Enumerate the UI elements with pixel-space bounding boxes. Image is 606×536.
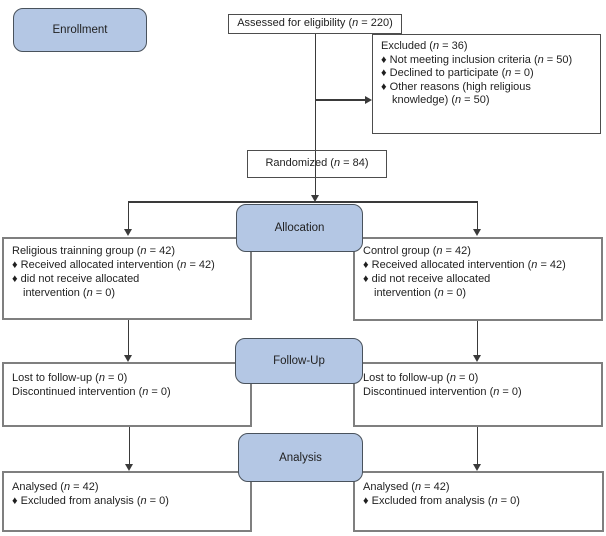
line-split-left [127, 201, 129, 230]
followup-right-line: Lost to follow-up (n = 0) [363, 372, 479, 384]
stage-followup: Follow-Up [235, 338, 363, 384]
allocation-left-item: ♦ did not receive allocated [12, 273, 140, 285]
analysis-right-title: Analysed (n = 42) [363, 481, 450, 493]
assessed-eligibility-box: Assessed for eligibility (n = 220) [228, 14, 402, 34]
excluded-item: ♦ Not meeting inclusion criteria (n = 50… [381, 53, 573, 66]
arrowhead-allocation-left [124, 229, 132, 236]
analysis-right-box: Analysed (n = 42) ♦ Excluded from analys… [353, 471, 604, 532]
allocation-right-item: ♦ Received allocated intervention (n = 4… [363, 259, 566, 271]
arrowhead-excluded [365, 96, 372, 104]
stage-analysis-label: Analysis [279, 451, 322, 464]
analysis-left-title: Analysed (n = 42) [12, 481, 99, 493]
stage-analysis: Analysis [238, 433, 363, 482]
followup-right-line: Discontinued intervention (n = 0) [363, 386, 522, 398]
stage-allocation-label: Allocation [274, 222, 325, 234]
excluded-item-continued: knowledge) (n = 50) [392, 94, 490, 106]
line-alloc-to-followup-left [127, 320, 129, 356]
allocation-right-box: Control group (n = 42) ♦ Received alloca… [353, 237, 603, 321]
allocation-right-item: ♦ did not receive allocated [363, 273, 491, 285]
line-followup-to-analysis-right [476, 427, 478, 465]
allocation-left-title: Religious trainning group (n = 42) [12, 245, 175, 257]
analysis-right-item: ♦ Excluded from analysis (n = 0) [363, 495, 520, 507]
line-randomization-split [127, 201, 478, 203]
analysis-left-box: Analysed (n = 42) ♦ Excluded from analys… [2, 471, 252, 532]
arrowhead-center-split [311, 195, 319, 202]
arrowhead-allocation-right [473, 229, 481, 236]
line-followup-to-analysis-left [128, 427, 130, 465]
allocation-left-item-continued: intervention (n = 0) [23, 287, 116, 299]
stage-allocation: Allocation [236, 204, 363, 252]
stage-followup-label: Follow-Up [273, 355, 325, 367]
line-to-excluded [315, 99, 366, 101]
followup-left-box: Lost to follow-up (n = 0) Discontinued i… [2, 362, 252, 427]
assessed-eligibility-text: Assessed for eligibility (n = 220) [237, 17, 393, 30]
allocation-left-box: Religious trainning group (n = 42) ♦ Rec… [2, 237, 252, 320]
followup-left-line: Lost to follow-up (n = 0) [12, 372, 128, 384]
line-split-right [476, 201, 478, 230]
excluded-item: ♦ Declined to participate (n = 0) [381, 67, 534, 79]
stage-enrollment: Enrollment [13, 8, 147, 52]
excluded-title: Excluded (n = 36) [381, 40, 468, 52]
allocation-right-item-continued: intervention (n = 0) [374, 287, 467, 299]
excluded-box: Excluded (n = 36) ♦ Not meeting inclusio… [372, 34, 601, 134]
arrowhead-analysis-right [473, 464, 481, 471]
arrowhead-analysis-left [125, 464, 133, 471]
excluded-item: ♦ Other reasons (high religious [381, 80, 531, 93]
randomized-text: Randomized (n = 84) [265, 157, 369, 170]
arrowhead-followup-right [473, 355, 481, 362]
analysis-left-item: ♦ Excluded from analysis (n = 0) [12, 495, 169, 507]
allocation-right-title: Control group (n = 42) [363, 245, 471, 257]
followup-left-line: Discontinued intervention (n = 0) [12, 386, 171, 398]
followup-right-box: Lost to follow-up (n = 0) Discontinued i… [353, 362, 603, 427]
line-alloc-to-followup-right [476, 321, 478, 356]
allocation-left-item: ♦ Received allocated intervention (n = 4… [12, 259, 215, 271]
line-assessed-to-split [314, 34, 316, 196]
stage-enrollment-label: Enrollment [52, 24, 108, 36]
randomized-box: Randomized (n = 84) [247, 150, 387, 178]
arrowhead-followup-left [124, 355, 132, 362]
